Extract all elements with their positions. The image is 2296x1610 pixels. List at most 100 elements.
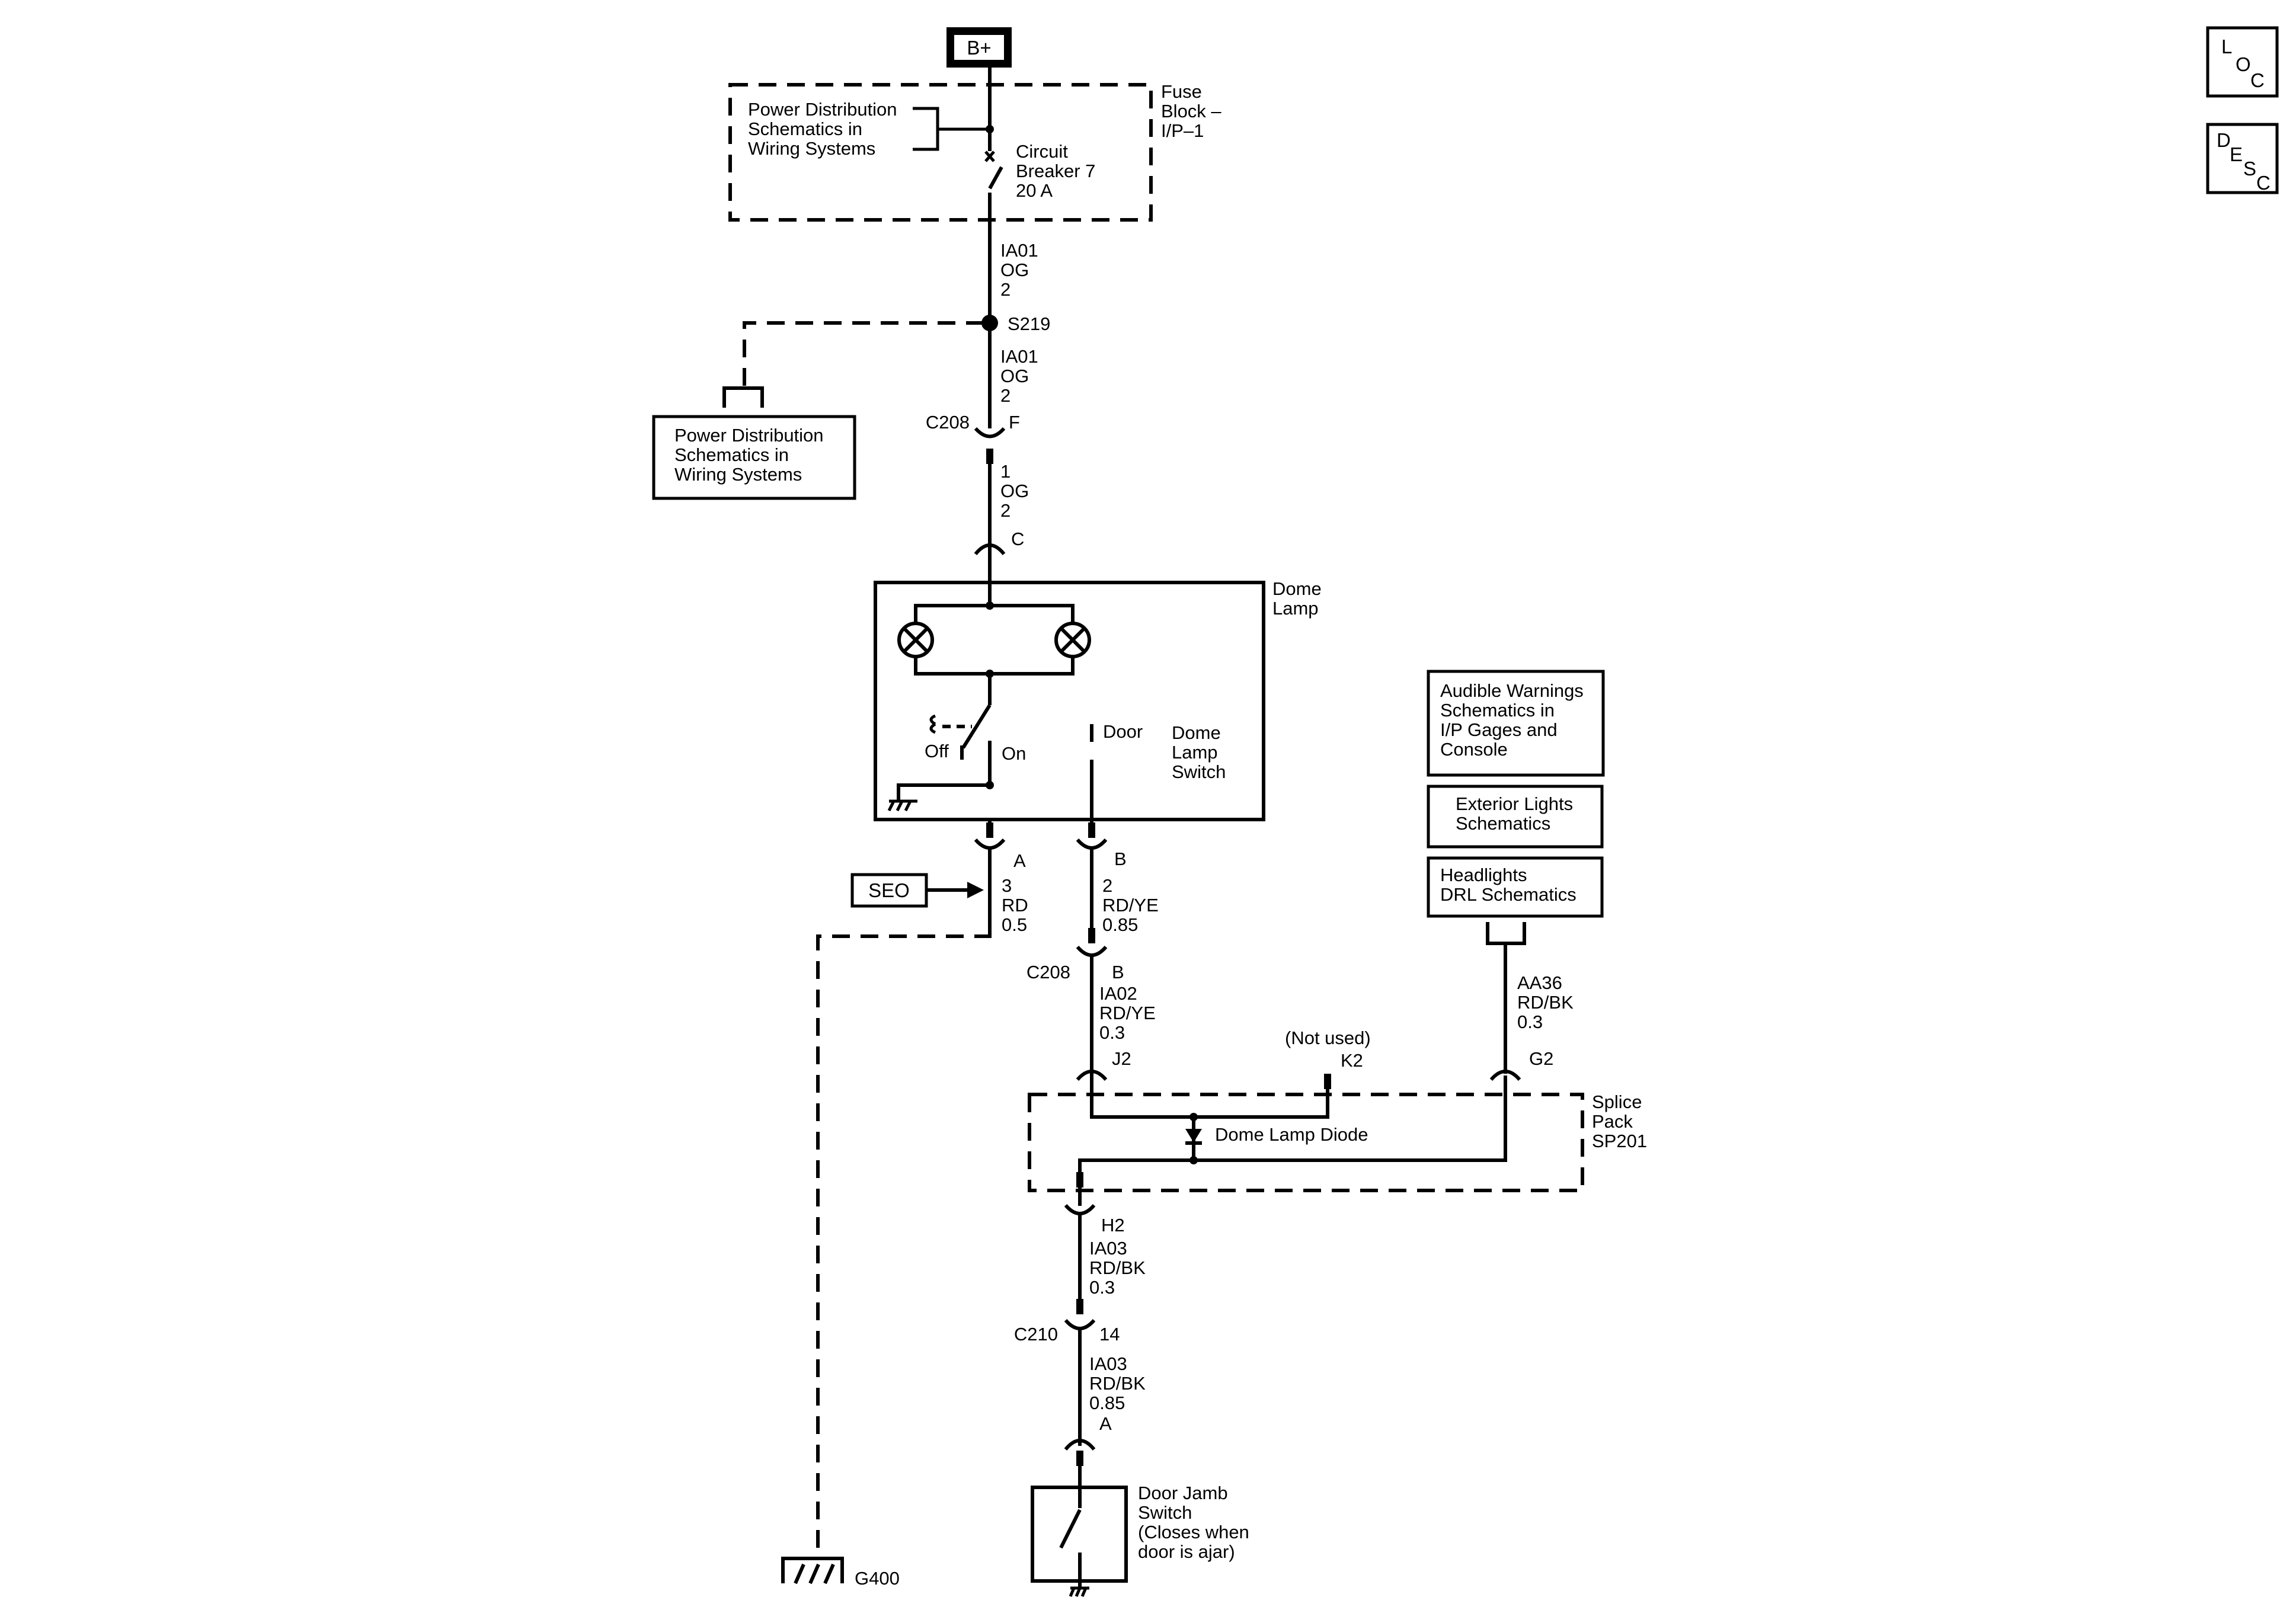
switch-position-door: Door xyxy=(1103,721,1143,742)
circuit-breaker-label: Circuit xyxy=(1016,141,1068,162)
wire-label: IA01 xyxy=(1000,240,1038,261)
wire-label: RD/BK xyxy=(1089,1373,1146,1394)
ground-icon xyxy=(1069,1586,1089,1597)
seo-box[interactable]: SEO xyxy=(850,873,928,908)
wire-label: 3 xyxy=(1002,875,1012,896)
wire-label: IA03 xyxy=(1089,1238,1127,1259)
audible-warnings-ref-label: Audible Warnings xyxy=(1440,680,1584,701)
pin-label: J2 xyxy=(1112,1048,1131,1069)
headlights-ref-box[interactable] xyxy=(1427,856,1604,918)
wire-label: IA01 xyxy=(1000,346,1038,367)
loc-letter: L xyxy=(2221,36,2232,57)
connector-pin-b xyxy=(1076,838,1108,850)
power-dist-ref-label: Schematics in xyxy=(748,119,862,139)
splice-pack-outline xyxy=(1028,1093,1584,1192)
pin-label: K2 xyxy=(1341,1050,1363,1071)
wire-label: 2 xyxy=(1102,875,1112,896)
splice-pack-label: Pack xyxy=(1592,1111,1633,1132)
fuse-block-label: I/P–1 xyxy=(1161,120,1204,141)
fuse-block-outline xyxy=(728,83,1153,222)
connector-c210 xyxy=(1064,1318,1096,1330)
wire-label: IA03 xyxy=(1089,1353,1127,1374)
bulb-right-icon xyxy=(1054,622,1091,658)
wire-label: 0.3 xyxy=(1089,1277,1115,1298)
splice-s219-label: S219 xyxy=(1008,313,1050,334)
wire-label: 2 xyxy=(1000,385,1011,406)
connector-pin-a xyxy=(974,838,1006,850)
g400-ground-icon xyxy=(781,1557,844,1585)
desc-letter: C xyxy=(2256,172,2271,194)
power-dist-ref-label: Power Distribution xyxy=(674,425,824,446)
power-dist-ref-label: Wiring Systems xyxy=(674,464,802,485)
switch-position-off: Off xyxy=(925,741,949,761)
wire-label: OG xyxy=(1000,260,1029,280)
connector-name: C208 xyxy=(1027,962,1070,982)
desc-letter: E xyxy=(2230,143,2243,165)
loc-button[interactable]: L O C xyxy=(2206,26,2279,98)
diode-label: Dome Lamp Diode xyxy=(1215,1124,1368,1145)
dome-lamp-switch-label: Lamp xyxy=(1172,742,1218,763)
connector-pin-a-door xyxy=(1064,1439,1096,1451)
circuit-breaker-symbol xyxy=(984,151,1003,190)
pin-label: H2 xyxy=(1101,1215,1125,1235)
wire-label: 0.5 xyxy=(1002,914,1027,935)
exterior-lights-ref-label: Schematics xyxy=(1456,813,1550,834)
bulb-left-icon xyxy=(897,622,934,658)
wire-label: RD xyxy=(1002,895,1028,916)
desc-button[interactable]: D E S C xyxy=(2206,123,2279,194)
seo-label: SEO xyxy=(868,879,910,901)
ground-icon xyxy=(887,799,917,812)
battery-label: B+ xyxy=(967,37,991,59)
wire-label: IA02 xyxy=(1099,983,1137,1004)
audible-warnings-ref-label: Console xyxy=(1440,739,1508,760)
circuit-breaker-label: 20 A xyxy=(1016,180,1053,201)
audible-warnings-ref-label: I/P Gages and xyxy=(1440,719,1558,740)
dome-lamp-switch-label: Dome xyxy=(1172,722,1221,743)
dome-lamp-label: Dome xyxy=(1272,578,1322,599)
pin-label: B xyxy=(1114,849,1127,869)
connector-c208-b xyxy=(1076,945,1108,957)
wire-label: 2 xyxy=(1000,279,1011,300)
pin-label: C xyxy=(1011,529,1024,549)
headlights-ref-label: DRL Schematics xyxy=(1440,884,1576,905)
power-dist-ref-box[interactable] xyxy=(652,415,856,500)
pin-label: G2 xyxy=(1529,1048,1553,1069)
pin-label: A xyxy=(1099,1413,1112,1434)
splice-s219-dot xyxy=(981,315,998,331)
connector-pin-h2 xyxy=(1064,1204,1096,1215)
switch-stop-icon xyxy=(929,714,936,734)
fuse-block-label: Fuse xyxy=(1161,81,1202,102)
pin-label: F xyxy=(1009,412,1020,433)
loc-letter: O xyxy=(2236,53,2251,75)
desc-letter: D xyxy=(2217,129,2231,151)
wire-label: 1 xyxy=(1000,461,1011,482)
wire-label: RD/YE xyxy=(1099,1003,1156,1023)
wire-label: OG xyxy=(1000,481,1029,501)
connector-pin-c xyxy=(974,543,1006,555)
pin-label: B xyxy=(1112,962,1124,982)
audible-warnings-ref-box[interactable] xyxy=(1427,670,1605,777)
connector-name: C210 xyxy=(1014,1324,1058,1345)
power-dist-ref-label: Power Distribution xyxy=(748,99,897,120)
power-dist-ref-label: Wiring Systems xyxy=(748,138,875,159)
wire-label: 0.85 xyxy=(1089,1393,1125,1413)
ground-g400-label: G400 xyxy=(855,1568,900,1589)
wire-label: 0.3 xyxy=(1099,1022,1125,1043)
wire-label: OG xyxy=(1000,366,1029,386)
pin-label: 14 xyxy=(1099,1324,1120,1345)
wire-label: 0.3 xyxy=(1517,1012,1543,1032)
switch-position-on: On xyxy=(1002,743,1026,764)
power-dist-ref-label: Schematics in xyxy=(674,444,789,465)
door-jamb-switch-label: Switch xyxy=(1138,1502,1192,1523)
exterior-lights-ref-box[interactable] xyxy=(1427,785,1604,849)
door-jamb-switch-label: (Closes when xyxy=(1138,1522,1249,1542)
dome-lamp-outline xyxy=(874,581,1265,821)
exterior-lights-ref-label: Exterior Lights xyxy=(1456,793,1573,814)
dome-lamp-label: Lamp xyxy=(1272,598,1319,619)
headlights-ref-label: Headlights xyxy=(1440,865,1527,885)
pin-label: A xyxy=(1013,850,1026,871)
not-used-label: (Not used) xyxy=(1285,1028,1371,1048)
loc-letter: C xyxy=(2250,69,2265,91)
battery-box: B+ xyxy=(946,27,1012,68)
